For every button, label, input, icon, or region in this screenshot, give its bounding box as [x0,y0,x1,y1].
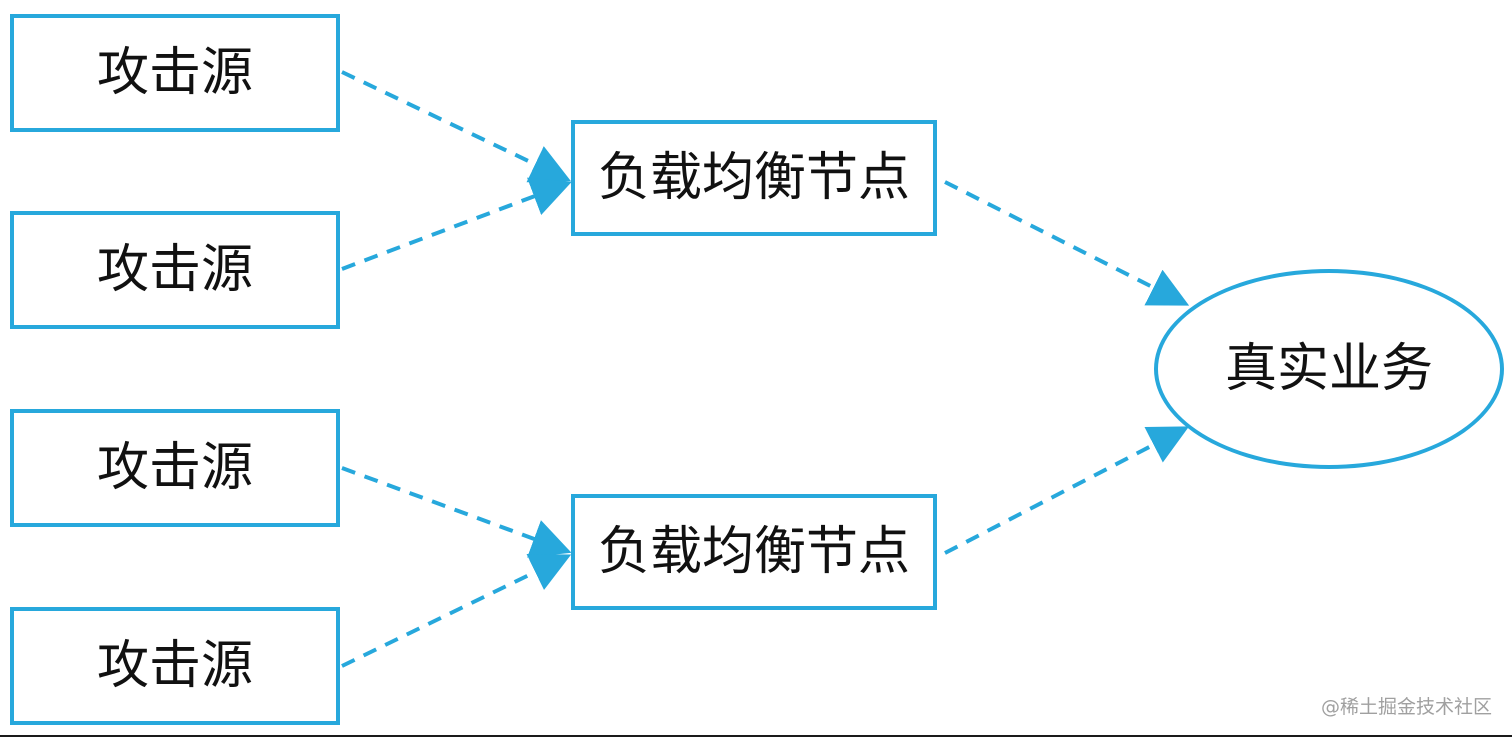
source-label: 攻击源 [96,438,253,498]
arrow-source-2-to-load-balancer-1 [341,177,572,271]
source-box-1: 攻击源 [10,14,340,132]
source-box-3: 攻击源 [10,409,340,527]
source-label: 攻击源 [96,43,253,103]
load-balancer-box-2: 负载均衡节点 [571,494,937,610]
arrow-source-1-to-load-balancer-1 [341,70,572,183]
source-label: 攻击源 [96,636,253,696]
arrow-load-balancer-2-to-service [944,426,1190,555]
arrow-source-4-to-load-balancer-2 [341,554,572,668]
real-service-ellipse: 真实业务 [1154,269,1504,469]
source-box-2: 攻击源 [10,211,340,329]
source-box-4: 攻击源 [10,607,340,725]
watermark: @稀土掘金技术社区 [1320,696,1492,718]
load-balancer-box-1: 负载均衡节点 [571,120,937,236]
source-label: 攻击源 [96,240,253,300]
bottom-divider [0,735,1512,737]
load-balancer-label: 负载均衡节点 [597,522,910,582]
load-balancer-label: 负载均衡节点 [597,148,910,208]
arrow-source-3-to-load-balancer-2 [341,466,572,558]
real-service-label: 真实业务 [1224,339,1433,399]
arrow-load-balancer-1-to-service [944,180,1190,306]
